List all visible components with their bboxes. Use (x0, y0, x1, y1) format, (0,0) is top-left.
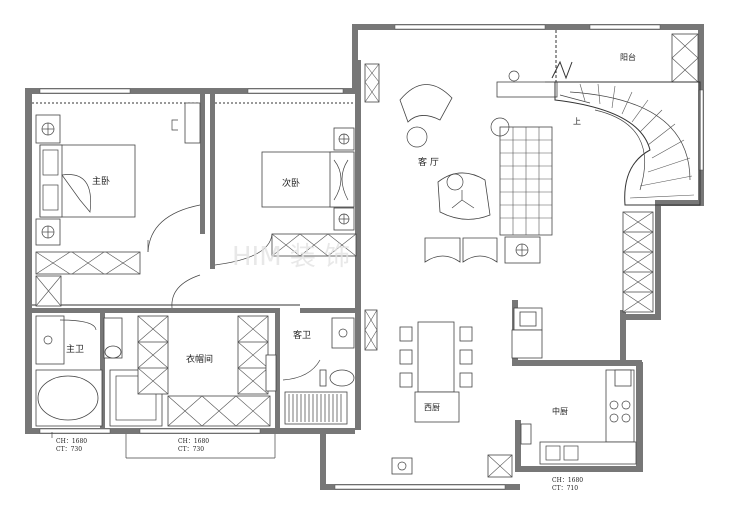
room-label-master-bath: 主卫 (66, 343, 84, 355)
second-bedroom: 次卧 (214, 127, 357, 266)
annotation-1-ch: CH：1680 (56, 438, 87, 445)
stairs-up-label: 上 (573, 117, 581, 126)
room-label-second-bedroom: 次卧 (282, 177, 300, 189)
room-label-western-kitchen: 西厨 (424, 403, 440, 412)
guest-bath: 客卫 (282, 317, 355, 425)
annotation-3-ch: CH：1680 (552, 477, 583, 484)
room-label-living-room: 客 厅 (418, 156, 439, 168)
room-label-chinese-kitchen: 中厨 (552, 406, 568, 416)
right-cabinets (622, 211, 654, 313)
spiral-stairs: 上 (554, 81, 701, 206)
room-label-master-bedroom: 主卧 (92, 175, 110, 187)
living-cabinets (364, 63, 380, 351)
watermark: HIM 装 饰 (232, 242, 350, 272)
interior-walls (32, 60, 642, 430)
room-label-balcony: 阳台 (620, 52, 636, 62)
living-room: 客 厅 (399, 70, 558, 264)
master-bedroom: 主卧 (35, 102, 201, 307)
cloakroom: 衣帽间 (137, 274, 277, 427)
chinese-kitchen: 中厨 (520, 369, 637, 465)
annotation-3-ct: CT：710 (552, 485, 578, 492)
height-annotations: CH：1680 CT：730 CH：1680 CT：730 CH：1680 CT… (51, 432, 583, 492)
balcony: 阳台 (545, 30, 699, 83)
exterior-walls (25, 24, 704, 490)
annotation-1-ct: CT：730 (56, 446, 82, 453)
western-kitchen: 西厨 (391, 307, 543, 478)
annotation-2-ct: CT：730 (178, 446, 204, 453)
room-label-guest-bath: 客卫 (293, 329, 311, 341)
annotation-2-ch: CH：1680 (178, 438, 209, 445)
room-label-cloakroom: 衣帽间 (186, 353, 213, 365)
